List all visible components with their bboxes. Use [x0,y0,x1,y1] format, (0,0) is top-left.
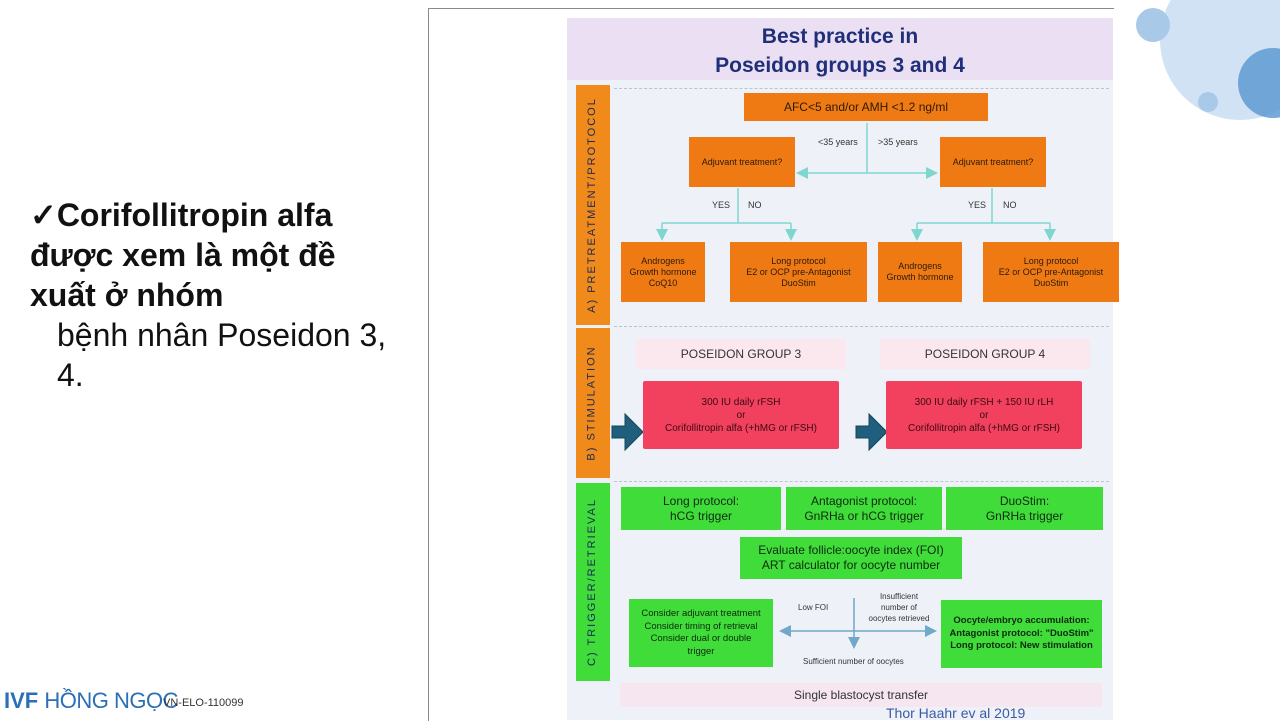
section-band-c [576,483,610,681]
title-line-1: Best practice in [761,25,919,48]
document-code: VN-ELO-110099 [163,697,244,709]
left-outcome-line-2: Consider timing of retrieval [644,620,758,632]
yes-label-right: YES [968,200,987,210]
logo-part-1: IVF [4,688,39,713]
left-yes-line-3: CoQ10 [648,277,678,288]
group3-stim-box: 300 IU daily rFSH or Corifollitropin alf… [643,381,839,449]
right-no-box: Long protocol E2 or OCP pre-Antagonist D… [983,242,1119,302]
foi-box: Evaluate follicle:oocyte index (FOI) ART… [740,537,962,579]
right-outcome-line-3: Long protocol: New stimulation [950,640,1093,652]
right-outcome-line-2: Antagonist protocol: "DuoStim" [949,627,1094,639]
trigger-duostim-line-1: DuoStim: [999,493,1050,508]
insufficient-line-2: number of [880,603,918,612]
criteria-text: AFC<5 and/or AMH <1.2 ng/ml [783,99,949,114]
adjuvant-right-text: Adjuvant treatment? [952,156,1034,167]
section-band-b [576,328,610,478]
decorative-circle-tiny [1198,92,1218,112]
yes-label-left: YES [712,200,731,210]
left-no-line-3: DuoStim [781,277,816,288]
bullet-normal-text: bệnh nhân Poseidon 3, 4. [57,317,387,393]
group3-line-3: Corifollitropin alfa (+hMG or rFSH) [665,422,817,434]
insufficient-line-3: oocytes retrieved [868,614,930,623]
right-yes-box: Androgens Growth hormone [878,242,962,302]
left-outcome-line-3: Consider dual or double [650,633,752,644]
age-lt-label: <35 years [818,137,858,147]
decorative-circle-small [1136,8,1170,42]
group4-line-1: 300 IU daily rFSH + 150 IU rLH [914,396,1054,408]
title-line-2: Poseidon groups 3 and 4 [715,54,965,77]
trigger-long-line-1: Long protocol: [662,493,740,508]
logo: IVF HỒNG NGỌC [4,688,178,714]
foi-line-2: ART calculator for oocyte number [761,558,941,572]
group4-line-2: or [979,409,989,421]
group3-line-2: or [736,409,746,421]
trigger-antagonist-line-2: GnRHa or hCG trigger [804,508,924,523]
trigger-duostim-line-2: GnRHa trigger [985,508,1064,523]
bullet-point: ✓Corifollitropin alfa được xem là một đề… [30,195,410,395]
no-label-left: NO [748,200,762,210]
separator-top [614,88,1109,89]
separator-bc [614,481,1109,482]
insufficient-label: Insufficient number of oocytes retrieved [866,591,932,624]
logo-part-2: HỒNG NGỌC [44,688,178,713]
age-gt-label: >35 years [878,137,918,147]
left-yes-box: Androgens Growth hormone CoQ10 [621,242,705,302]
left-outcome-line-1: Consider adjuvant treatment [641,608,761,619]
separator-ab [614,326,1109,327]
left-yes-line-2: Growth hormone [629,266,697,277]
low-foi-label: Low FOI [798,603,829,612]
criteria-box: AFC<5 and/or AMH <1.2 ng/ml [744,93,988,121]
left-no-line-2: E2 or OCP pre-Antagonist [746,266,851,277]
adjuvant-left-text: Adjuvant treatment? [701,156,783,167]
group4-line-3: Corifollitropin alfa (+hMG or rFSH) [908,422,1060,434]
right-outcome-line-1: Oocyte/embryo accumulation: [953,615,1090,627]
right-yes-line-2: Growth hormone [886,272,954,282]
trigger-box-antagonist: Antagonist protocol: GnRHa or hCG trigge… [786,487,942,530]
adjuvant-box-left: Adjuvant treatment? [689,137,795,187]
right-no-line-2: E2 or OCP pre-Antagonist [998,266,1104,277]
trigger-long-line-2: hCG trigger [669,508,733,523]
citation-text: Thor Haahr ev al 2019 [886,705,1026,721]
left-outcome-line-4: trigger [687,645,715,657]
right-no-line-1: Long protocol [1023,255,1079,266]
left-yes-line-1: Androgens [641,255,685,266]
flowchart-title: Best practice in Poseidon groups 3 and 4 [567,18,1113,80]
right-no-line-3: DuoStim [1033,277,1069,288]
right-yes-line-1: Androgens [898,261,942,271]
checkmark-icon: ✓ [30,197,57,233]
left-outcome-box: Consider adjuvant treatment Consider tim… [629,599,773,667]
trigger-box-duostim: DuoStim: GnRHa trigger [946,487,1103,530]
group4-stim-box: 300 IU daily rFSH + 150 IU rLH or Corifo… [886,381,1082,449]
trigger-antagonist-line-1: Antagonist protocol: [810,493,918,508]
left-no-box: Long protocol E2 or OCP pre-Antagonist D… [730,242,867,302]
foi-line-1: Evaluate follicle:oocyte index (FOI) [758,543,944,557]
group4-label: POSEIDON GROUP 4 [880,339,1090,369]
right-outcome-box: Oocyte/embryo accumulation: Antagonist p… [941,600,1102,668]
flow-connectors [611,123,1056,649]
left-no-line-1: Long protocol [771,255,826,266]
sufficient-label: Sufficient number of oocytes [803,657,904,666]
insufficient-line-1: Insufficient [879,592,919,601]
final-step-bar: Single blastocyst transfer [620,683,1102,707]
adjuvant-box-right: Adjuvant treatment? [940,137,1046,187]
trigger-box-long: Long protocol: hCG trigger [621,487,781,530]
group3-line-1: 300 IU daily rFSH [701,396,781,408]
bullet-bold-text: Corifollitropin alfa được xem là một đề … [30,197,336,313]
section-band-a [576,85,610,325]
no-label-right: NO [1003,200,1017,210]
group3-label: POSEIDON GROUP 3 [636,339,846,369]
